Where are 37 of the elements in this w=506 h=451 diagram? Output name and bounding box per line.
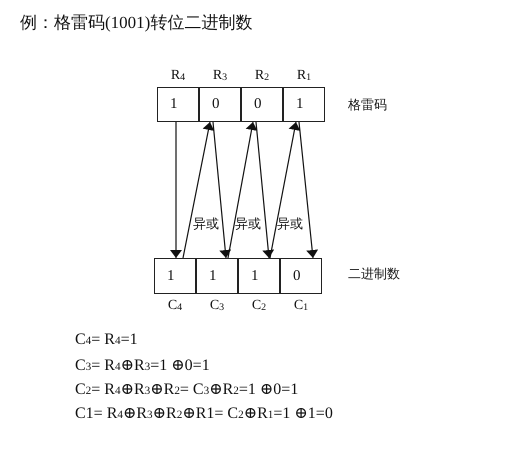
bit-cell: [196, 258, 238, 294]
arrow: [182, 122, 214, 258]
arrow: [269, 122, 300, 258]
bit-cell: [199, 87, 241, 122]
bit-cell: [241, 87, 283, 122]
bit-position-label: R$_{3}$: [212, 68, 228, 84]
bit-cell: [280, 258, 322, 294]
bit-cell: [283, 87, 325, 122]
row-label: 格雷码: [348, 96, 387, 114]
arrow: [298, 122, 318, 258]
bit-position-label: R$_{4}$: [170, 68, 186, 84]
bit-value: 1: [170, 96, 178, 113]
operation-label: 异或: [235, 215, 261, 233]
bit-position-label: C$_{1}$: [294, 298, 308, 314]
arrow: [227, 122, 258, 258]
bit-position-label: C$_{3}$: [210, 298, 224, 314]
bit-value: 0: [254, 96, 262, 113]
bit-cell: [154, 258, 196, 294]
arrow: [212, 122, 232, 258]
arrow: [255, 122, 274, 258]
bit-cell: [157, 87, 199, 122]
bit-value: 1: [251, 268, 258, 284]
bit-cell: [238, 258, 280, 294]
bit-value: 0: [212, 96, 220, 113]
title: 例：格雷码(1001)转位二进制数: [20, 12, 252, 34]
bit-value: 0: [293, 268, 300, 284]
bit-position-label: R$_{1}$: [296, 68, 312, 84]
bit-value: 1: [167, 268, 174, 284]
bit-position-label: C$_{4}$: [168, 298, 182, 314]
bit-position-label: C$_{2}$: [252, 298, 266, 314]
operation-label: 异或: [193, 215, 219, 233]
bit-position-label: R$_{2}$: [254, 68, 270, 84]
row-label: 二进制数: [348, 265, 400, 283]
bit-value: 1: [209, 268, 216, 284]
arrow: [170, 122, 182, 258]
operation-label: 异或: [277, 215, 303, 233]
bit-value: 1: [296, 96, 304, 113]
